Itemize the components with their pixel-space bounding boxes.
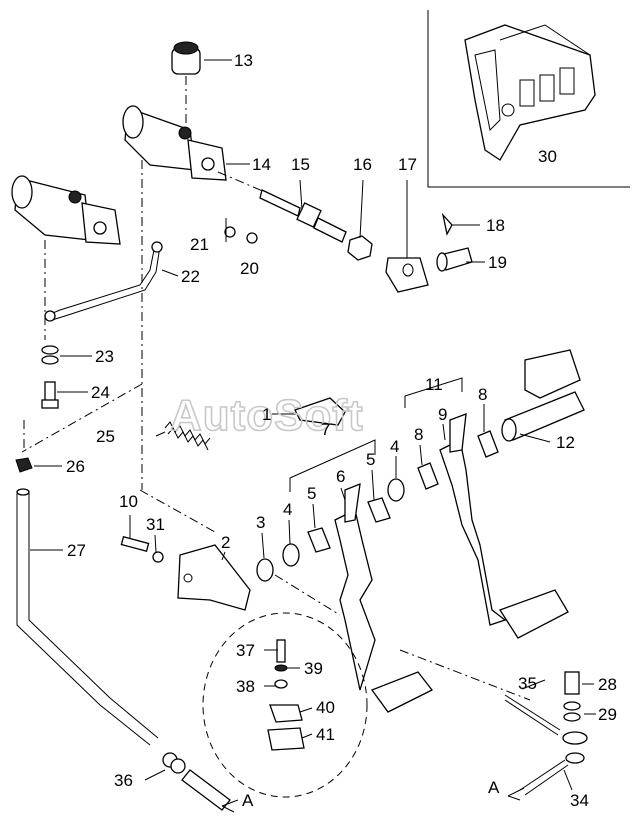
detail-circle [202, 612, 368, 798]
part-3-ring [256, 558, 274, 582]
label-18: 18 [486, 216, 505, 235]
slave-cylinder [11, 175, 121, 245]
part-2-bracket [177, 544, 251, 611]
part-12-pedal-shaft [501, 349, 585, 442]
group-bracket-11 [404, 377, 463, 408]
label-5-right: 5 [366, 450, 375, 469]
label-26: 26 [66, 457, 85, 476]
part-8-bushing-left [417, 462, 439, 490]
part-18-cotter-pin [441, 212, 453, 236]
label-22: 22 [181, 267, 200, 286]
part-15-pushrod [259, 189, 347, 243]
label-2: 2 [221, 533, 230, 552]
part-9-brake-pedal [439, 413, 569, 639]
part-17-clevis [385, 257, 429, 293]
part-25-return-spring [164, 421, 211, 451]
part-4-washer-right [387, 478, 405, 502]
label-14: 14 [252, 155, 271, 174]
part-31-nut [152, 551, 164, 563]
label-4-left: 4 [283, 500, 292, 519]
part-13-reservoir-cap [171, 41, 201, 75]
part-21-fitting [224, 226, 236, 238]
label-38: 38 [236, 677, 255, 696]
part-20-nut [246, 232, 258, 244]
hose-end [181, 769, 231, 811]
label-34: 34 [570, 791, 589, 810]
label-16: 16 [353, 155, 372, 174]
part-10-bolt [120, 535, 150, 553]
part-29-washers [562, 701, 588, 745]
part-27-fluid-tube [16, 488, 159, 746]
label-5-left: 5 [307, 484, 316, 503]
label-24: 24 [91, 383, 110, 402]
part-6-clutch-pedal [334, 482, 433, 713]
label-23: 23 [95, 347, 114, 366]
part-24-banjo-bolt [41, 381, 59, 409]
label-36: 36 [114, 771, 133, 790]
label-8-left: 8 [414, 425, 423, 444]
part-8-bushing-right [477, 430, 499, 458]
inset-frame [427, 10, 630, 188]
label-21: 21 [190, 235, 209, 254]
part-26-fitting [15, 457, 33, 473]
watermark: AutoSoft [170, 391, 364, 440]
label-28: 28 [598, 675, 617, 694]
label-39: 39 [304, 659, 323, 678]
part-28-bolt [564, 671, 580, 695]
part-22-hydraulic-line [44, 241, 163, 322]
label-13: 13 [234, 51, 253, 70]
part-35-rod [504, 694, 561, 736]
label-35: 35 [518, 674, 537, 693]
group-bracket-7 [289, 439, 376, 492]
part-labels: 13 14 15 16 17 18 19 20 21 22 23 24 25 2… [66, 51, 617, 810]
view-marker-a-right: A [488, 778, 500, 797]
part-23-washers [41, 345, 59, 365]
label-25: 25 [96, 427, 115, 446]
label-31: 31 [146, 515, 165, 534]
part-1-switch [294, 397, 346, 426]
label-17: 17 [398, 155, 417, 174]
label-27: 27 [67, 541, 86, 560]
label-1: 1 [262, 405, 271, 424]
part-16-nut [347, 235, 373, 261]
label-9: 9 [438, 405, 447, 424]
label-30: 30 [538, 147, 557, 166]
label-12: 12 [556, 433, 575, 452]
part-34-linkage [519, 752, 585, 796]
label-15: 15 [291, 155, 310, 174]
label-19: 19 [488, 253, 507, 272]
view-arrow-a-left [221, 799, 239, 813]
label-37: 37 [236, 641, 255, 660]
label-10: 10 [119, 492, 138, 511]
label-20: 20 [240, 259, 259, 278]
label-40: 40 [316, 698, 335, 717]
label-29: 29 [598, 705, 617, 724]
label-41: 41 [316, 725, 335, 744]
part-36-clamp [162, 752, 186, 774]
view-arrow-a-right [507, 787, 525, 801]
part-5-bushing-right [367, 497, 391, 523]
label-8-right: 8 [478, 385, 487, 404]
label-7: 7 [321, 420, 330, 439]
part-4-washer-left [282, 543, 300, 567]
label-3: 3 [256, 513, 265, 532]
part-14-master-cylinder [122, 105, 227, 181]
part-19-clevis-pin [436, 247, 473, 272]
label-4-right: 4 [390, 437, 399, 456]
view-marker-a-left: A [242, 791, 254, 810]
leader-lines [30, 163, 596, 791]
label-11: 11 [425, 375, 443, 394]
part-5-bushing-left [307, 527, 331, 553]
label-6: 6 [336, 467, 345, 486]
part-30-bracket-plate [464, 24, 596, 161]
